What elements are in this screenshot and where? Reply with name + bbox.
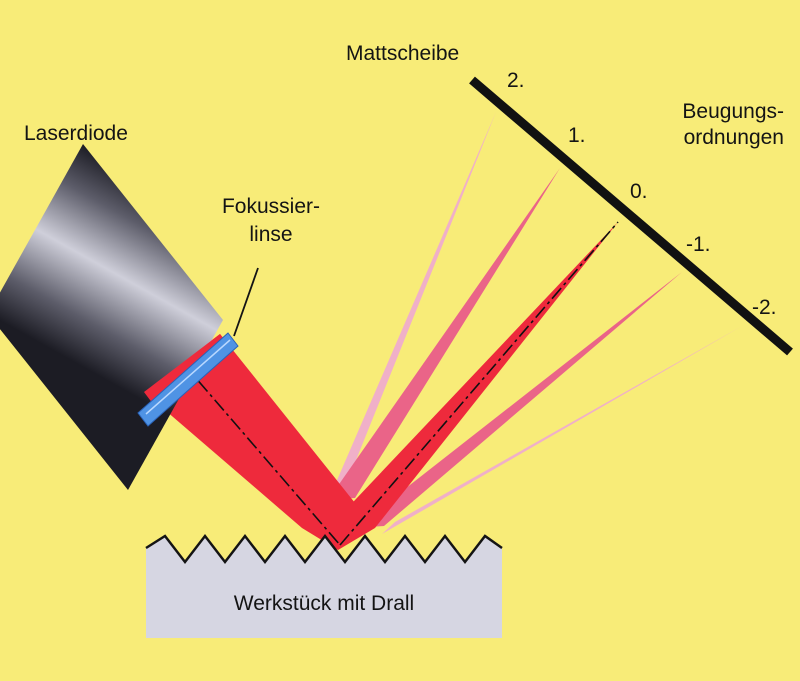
- focusing-lens-label-line1: Fokussier-: [221, 195, 321, 218]
- diffraction-orders-label-line2: ordnungen: [683, 126, 784, 149]
- order-label-zero: 0.: [630, 180, 648, 203]
- order-label-plus2: 2.: [507, 69, 525, 92]
- incident-beam: [144, 334, 375, 550]
- beam-order-plus2: [325, 112, 496, 508]
- diffraction-orders-label-line1: Beugungs-: [682, 100, 784, 123]
- laser-diode-housing: [0, 144, 223, 490]
- beam-order-plus1: [328, 168, 560, 500]
- order-label-minus2: -2.: [752, 296, 777, 319]
- beam-order-minus1: [355, 272, 682, 528]
- diffraction-orders-label: Beugungs- ordnungen: [610, 100, 784, 150]
- focusing-lens-highlight: [145, 339, 231, 415]
- laser-diode-label: Laserdiode: [24, 122, 128, 145]
- lens-leader-line: [233, 267, 259, 337]
- focusing-lens: [137, 332, 239, 427]
- workpiece: [146, 536, 502, 638]
- order-label-minus1: -1.: [686, 233, 711, 256]
- screen-label: Mattscheibe: [346, 42, 460, 65]
- screen-mattscheibe: [469, 76, 793, 356]
- incident-axis: [181, 361, 341, 546]
- focusing-lens-label: Fokussier- linse: [206, 195, 336, 247]
- order-label-plus1: 1.: [568, 124, 586, 147]
- workpiece-thread-profile: [145, 533, 503, 565]
- focusing-lens-label-line2: linse: [249, 223, 293, 246]
- workpiece-label: Werkstück mit Drall: [233, 592, 415, 615]
- beam-order-minus2: [382, 326, 742, 534]
- beam-order-zero: [338, 222, 618, 528]
- reflected-axis: [339, 221, 619, 546]
